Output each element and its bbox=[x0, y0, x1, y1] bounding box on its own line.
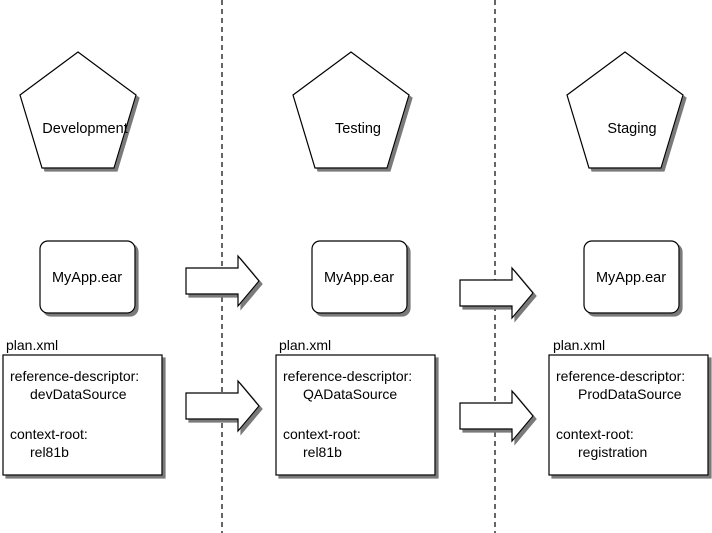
plan-key: context-root: bbox=[283, 426, 361, 442]
plan-file-label: plan.xml bbox=[553, 337, 605, 353]
plan-key: reference-descriptor: bbox=[556, 368, 685, 384]
plan-value: registration bbox=[578, 444, 647, 460]
environment-label: Testing bbox=[335, 121, 381, 137]
plan-key: reference-descriptor: bbox=[10, 368, 139, 384]
archive-box bbox=[583, 240, 680, 314]
plan-key: context-root: bbox=[556, 426, 634, 442]
archive-label: MyApp.ear bbox=[324, 270, 394, 286]
pentagon-icon bbox=[19, 51, 137, 169]
archive-box bbox=[39, 240, 136, 314]
plan-key: context-root: bbox=[10, 426, 88, 442]
pentagon-icon bbox=[292, 51, 410, 169]
plan-value: QADataSource bbox=[303, 386, 397, 402]
right-arrow-icon bbox=[185, 379, 260, 433]
plan-box bbox=[2, 354, 163, 476]
archive-label: MyApp.ear bbox=[52, 270, 122, 286]
environment-label: Development bbox=[42, 121, 127, 137]
plan-value: rel81b bbox=[303, 444, 342, 460]
plan-file-label: plan.xml bbox=[6, 337, 58, 353]
environment-label: Staging bbox=[607, 121, 656, 137]
right-arrow-icon bbox=[459, 266, 534, 320]
right-arrow-icon bbox=[185, 254, 260, 308]
archive-label: MyApp.ear bbox=[596, 270, 666, 286]
stage-testing: Testing MyApp.ear plan.xml reference-des… bbox=[275, 51, 436, 476]
plan-value: ProdDataSource bbox=[578, 386, 682, 402]
plan-key: reference-descriptor: bbox=[283, 368, 412, 384]
right-arrow-icon bbox=[459, 389, 534, 443]
plan-value: rel81b bbox=[30, 444, 69, 460]
archive-box bbox=[311, 240, 408, 314]
plan-box bbox=[548, 354, 709, 476]
pentagon-icon bbox=[566, 51, 684, 169]
plan-file-label: plan.xml bbox=[279, 337, 331, 353]
stage-development: Development MyApp.ear plan.xml reference… bbox=[2, 51, 163, 476]
stage-staging: Staging MyApp.ear plan.xml reference-des… bbox=[548, 51, 709, 476]
plan-value: devDataSource bbox=[30, 386, 127, 402]
plan-box bbox=[275, 354, 436, 476]
